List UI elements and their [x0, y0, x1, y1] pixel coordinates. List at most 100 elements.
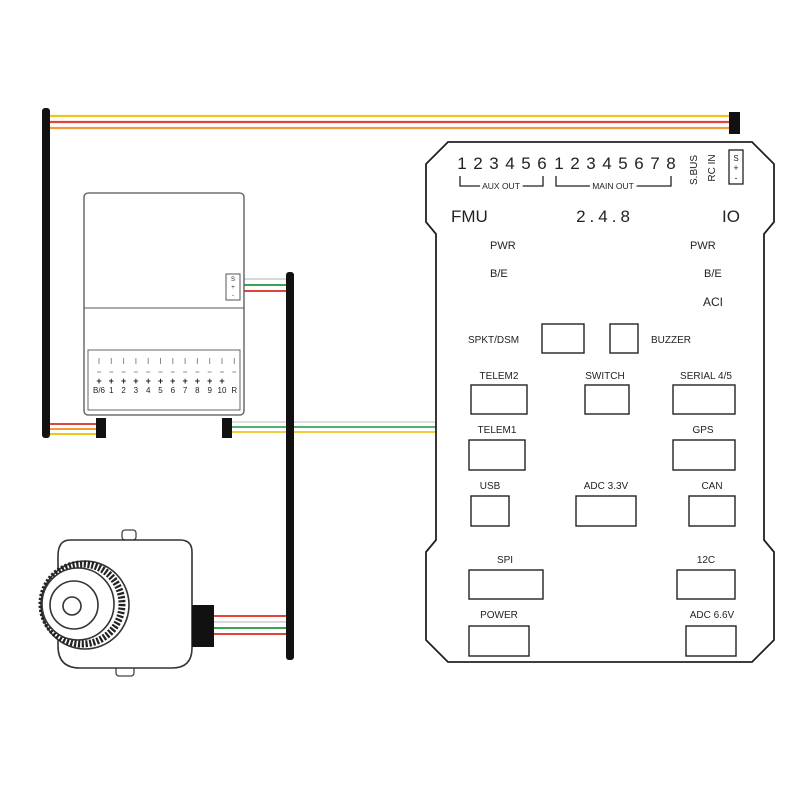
buzzer-port — [609, 323, 639, 354]
spkt-port — [541, 323, 585, 354]
main-pin-number: 8 — [666, 154, 675, 173]
aux-pin-number: 2 — [473, 154, 482, 173]
connector-mark: + — [733, 163, 738, 173]
receiver-channel-label: 9 — [207, 386, 212, 395]
spi-label: SPI — [497, 555, 513, 566]
receiver-channel-label: R — [231, 386, 237, 395]
receiver-plus-mark: + — [158, 376, 163, 386]
main-pin-number: 7 — [650, 154, 659, 173]
aux-pin-number: 6 — [537, 154, 546, 173]
io-aci-label: ACI — [703, 295, 723, 309]
buzzer-label: BUZZER — [651, 335, 691, 346]
receiver-channel-label: 3 — [134, 386, 139, 395]
rc-in-connector — [728, 149, 744, 185]
receiver-channel-label: 8 — [195, 386, 200, 395]
adc66-label: ADC 6.6V — [690, 610, 735, 621]
receiver-channel-label: 10 — [218, 386, 227, 395]
receiver-plus-mark: + — [195, 376, 200, 386]
receiver-side-mark: + — [231, 285, 235, 291]
left-vertical-cable — [42, 108, 50, 438]
serial45-port — [672, 384, 736, 415]
can-port — [688, 495, 736, 527]
io-be-label: B/E — [704, 268, 722, 280]
usb-port — [470, 495, 510, 527]
receiver-plus-mark: + — [219, 376, 224, 386]
aux-pin-number: 3 — [489, 154, 498, 173]
power-label: POWER — [480, 610, 518, 621]
telem2-port — [470, 384, 528, 415]
receiver-plus-mark: + — [207, 376, 212, 386]
power-port — [468, 625, 530, 657]
version-label: 2.4.8 — [576, 207, 634, 226]
adc66-port — [685, 625, 737, 657]
fmu-label: FMU — [451, 207, 488, 226]
top-right-plug — [729, 112, 740, 134]
main-pin-number: 2 — [570, 154, 579, 173]
telem1-port — [468, 439, 526, 471]
main-out-bracket — [555, 176, 672, 187]
middle-vertical-cable — [286, 272, 294, 660]
aux-out-label: AUX OUT — [482, 181, 520, 191]
can-label: CAN — [701, 481, 722, 492]
receiver-channel-label: 1 — [109, 386, 114, 395]
switch-port — [584, 384, 630, 415]
main-pin-number: 1 — [554, 154, 563, 173]
rc-in-label: RC IN — [707, 154, 718, 181]
top-wire-bundle — [48, 114, 732, 130]
main-pin-number: 6 — [634, 154, 643, 173]
serial45-label: SERIAL 4/5 — [680, 371, 732, 382]
i2c-port — [676, 569, 736, 600]
connector-mark: - — [735, 173, 738, 183]
io-label: IO — [722, 207, 740, 226]
receiver-plus-mark: + — [146, 376, 151, 386]
connector-mark: S — [733, 154, 738, 163]
aux-pin-number: 1 — [457, 154, 466, 173]
adc33-label: ADC 3.3V — [584, 481, 629, 492]
spi-port — [468, 569, 544, 600]
receiver-channel-label: 5 — [158, 386, 163, 395]
gps-label: GPS — [692, 425, 713, 436]
receiver-side-connector — [225, 273, 241, 301]
aux-out-bracket — [459, 176, 544, 187]
fmu-pwr-label: PWR — [490, 240, 516, 252]
io-pwr-label: PWR — [690, 240, 716, 252]
telem2-label: TELEM2 — [480, 371, 519, 382]
receiver-plus-mark: + — [170, 376, 175, 386]
gps-port — [672, 439, 736, 471]
receiver-side-mark: S — [231, 277, 235, 283]
camera-wires — [214, 615, 288, 635]
receiver-channel-label: 6 — [171, 386, 176, 395]
receiver-left-plug — [96, 418, 106, 438]
receiver-right-plug — [222, 418, 232, 438]
fmu-be-label: B/E — [490, 268, 508, 280]
aux-pin-number: 5 — [521, 154, 530, 173]
main-pin-number: 5 — [618, 154, 627, 173]
main-pin-number: 4 — [602, 154, 611, 173]
adc33-port — [575, 495, 637, 527]
sbus-label: S.BUS — [689, 155, 700, 185]
switch-label: SWITCH — [585, 371, 624, 382]
receiver-channel-label: 2 — [121, 386, 126, 395]
main-pin-number: 3 — [586, 154, 595, 173]
main-out-label: MAIN OUT — [592, 181, 634, 191]
receiver-side-wires — [240, 278, 288, 292]
receiver-side-mark: - — [232, 293, 234, 299]
receiver-channel-label: 7 — [183, 386, 188, 395]
camera-connector — [192, 605, 214, 647]
spkt-label: SPKT/DSM — [468, 335, 519, 346]
receiver-plus-mark: + — [182, 376, 187, 386]
receiver-channel-label: 4 — [146, 386, 151, 395]
i2c-label: 12C — [697, 555, 715, 566]
receiver-plus-mark: + — [109, 376, 114, 386]
receiver-plus-mark: + — [133, 376, 138, 386]
left-cable-to-receiver — [48, 423, 98, 435]
aux-pin-number: 4 — [505, 154, 514, 173]
usb-label: USB — [480, 481, 501, 492]
telem1-label: TELEM1 — [478, 425, 517, 436]
